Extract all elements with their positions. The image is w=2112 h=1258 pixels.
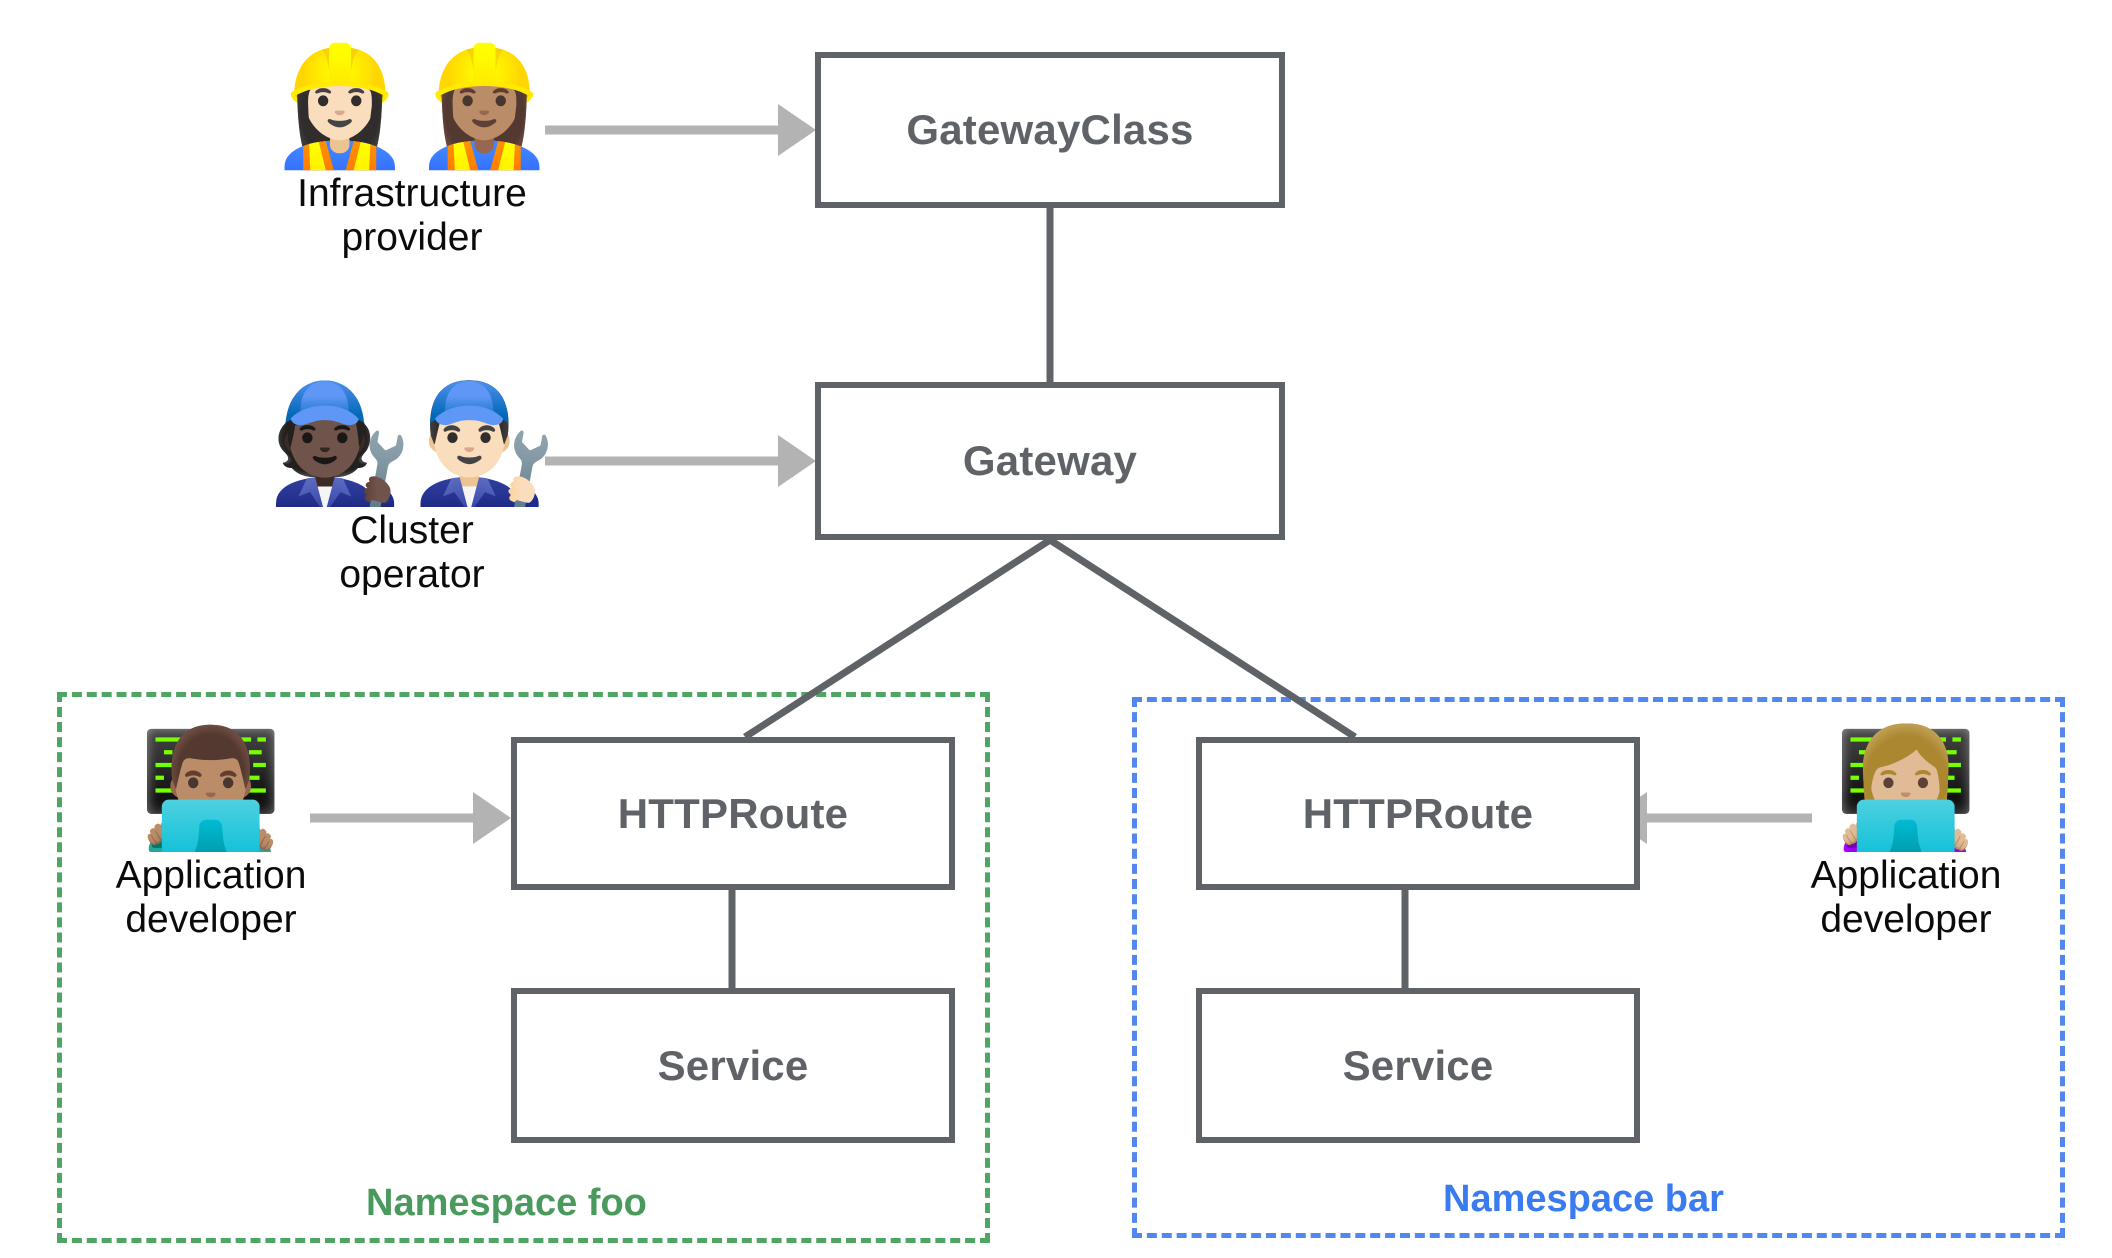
node-gatewayclass[interactable]: GatewayClass: [815, 52, 1285, 208]
persona-infrastructure-provider-label: Infrastructure provider: [297, 172, 527, 259]
node-httproute-bar-label: HTTPRoute: [1302, 789, 1534, 837]
node-service-bar[interactable]: Service: [1196, 988, 1640, 1143]
node-gatewayclass-label: GatewayClass: [906, 106, 1194, 153]
persona-app-developer-bar-icons: 👩🏼‍💻: [1834, 730, 1978, 846]
node-httproute-foo[interactable]: HTTPRoute: [511, 737, 955, 890]
persona-app-developer-foo: 👨🏽‍💻 Application developer: [100, 730, 322, 941]
construction-worker-woman-light-icon: 👷🏻‍♀️: [267, 41, 412, 171]
persona-infrastructure-provider-icons: 👷🏻‍♀️ 👷🏽‍♀️: [268, 48, 557, 164]
node-httproute-foo-label: HTTPRoute: [617, 789, 849, 837]
node-service-bar-label: Service: [1342, 1041, 1494, 1089]
persona-app-developer-foo-label: Application developer: [115, 854, 307, 941]
node-service-foo[interactable]: Service: [511, 988, 955, 1143]
arrow-infra-to-gatewayclass: [545, 104, 816, 156]
node-service-foo-label: Service: [657, 1041, 809, 1089]
technologist-man-medium-icon: 👨🏽‍💻: [138, 723, 284, 853]
namespace-bar-label: Namespace bar: [1443, 1178, 1724, 1220]
node-gateway-label: Gateway: [962, 437, 1138, 484]
persona-app-developer-bar: 👩🏼‍💻 Application developer: [1795, 730, 2017, 941]
mechanic-man-light-icon: 👨🏻‍🔧: [412, 378, 557, 508]
namespace-foo-label: Namespace foo: [366, 1182, 647, 1224]
persona-infrastructure-provider: 👷🏻‍♀️ 👷🏽‍♀️ Infrastructure provider: [268, 48, 557, 259]
persona-app-developer-bar-label: Application developer: [1810, 854, 2002, 941]
persona-cluster-operator-icons: 🧑🏿‍🔧 👨🏻‍🔧: [268, 385, 557, 501]
namespace-foo-frame: [57, 692, 990, 1243]
arrow-operator-to-gateway: [545, 435, 816, 487]
construction-worker-woman-medium-icon: 👷🏽‍♀️: [412, 41, 557, 171]
persona-app-developer-foo-icons: 👨🏽‍💻: [139, 730, 283, 846]
namespace-bar-frame: [1132, 697, 2065, 1238]
node-gateway[interactable]: Gateway: [815, 382, 1285, 540]
technologist-woman-light-icon: 👩🏼‍💻: [1833, 723, 1979, 853]
node-httproute-bar[interactable]: HTTPRoute: [1196, 737, 1640, 890]
mechanic-dark-icon: 🧑🏿‍🔧: [267, 378, 412, 508]
persona-cluster-operator: 🧑🏿‍🔧 👨🏻‍🔧 Cluster operator: [268, 385, 557, 596]
persona-cluster-operator-label: Cluster operator: [339, 509, 485, 596]
